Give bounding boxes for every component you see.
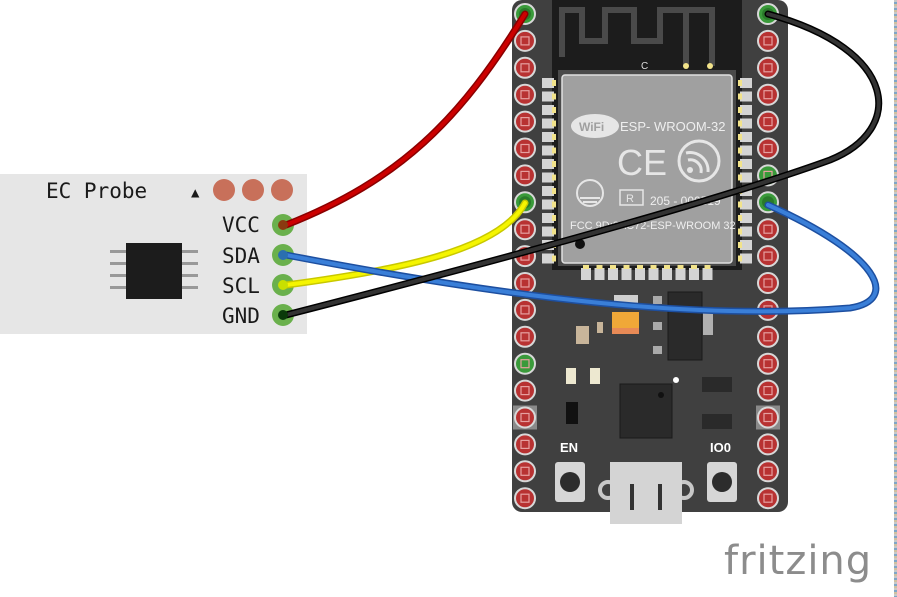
scl-wire[interactable] [282,199,529,289]
wires [278,10,882,320]
capacitor-top-lead [614,295,638,303]
ce-mark: CE [617,142,667,183]
pin-label-vcc: VCC [222,213,260,237]
io0-label: IO0 [710,440,731,455]
probe-marker: ▲ [191,185,200,201]
reg-mark: R [626,193,634,205]
left-header-pins [513,3,537,510]
transistor-1 [702,377,732,392]
pin1-dot [575,239,585,249]
micro-usb-port[interactable] [598,462,694,524]
right-pin-19[interactable] [757,487,779,510]
right-pin-5[interactable] [757,110,779,133]
espressif-logo-icon [677,139,721,183]
left-pin-5[interactable] [514,110,536,133]
left-pin-3[interactable] [514,56,536,79]
antenna-trace [559,7,715,66]
reg-mark-box [619,189,644,206]
vcc-wire[interactable] [282,10,529,229]
left-pin-2[interactable] [514,29,536,52]
probe-hole-2 [242,179,264,201]
io0-button[interactable] [707,462,737,502]
left-pin-15[interactable] [514,379,536,402]
right-pin-6[interactable] [757,137,779,160]
right-pin-9[interactable] [757,218,779,241]
sda-wire-core [284,203,878,314]
left-pin-19[interactable] [514,487,536,510]
vcc-wire-end [278,220,288,230]
gnd-wire-end [278,310,288,320]
esp32-board[interactable]: C WiFi ESP- WROOM-32 CE R 205 - 000519 F… [512,0,788,524]
scl-wire-end [278,280,288,290]
wifi-logo: WiFi [571,114,619,138]
pin-label-gnd: GND [222,304,260,328]
left-pin-16[interactable] [513,405,537,430]
antenna-label: C [641,61,648,72]
left-pin-17[interactable] [514,433,536,456]
right-pin-16[interactable] [756,405,780,430]
pin-label-sda: SDA [222,244,260,268]
telec-mark-icon [576,179,604,207]
left-pin-9[interactable] [514,218,536,241]
left-pin-4[interactable] [514,83,536,106]
en-button[interactable] [555,462,585,502]
transistor-2 [702,414,732,429]
right-pin-13[interactable] [757,325,779,348]
right-pin-14[interactable] [757,352,779,375]
module-right-pads [738,78,752,264]
right-pin-2[interactable] [757,29,779,52]
svg-text:WiFi: WiFi [579,120,604,134]
right-pin-4[interactable] [757,83,779,106]
left-pin-18[interactable] [514,460,536,483]
ec-probe-board[interactable]: EC Probe ▲ VCC SDA SCL GND [0,174,307,334]
left-pin-13[interactable] [514,325,536,348]
left-pin-12[interactable] [514,298,536,321]
right-pin-11[interactable] [757,272,779,294]
probe-hole-3 [271,179,293,201]
module-name: ESP- WROOM-32 [620,119,725,134]
right-pin-10[interactable] [757,245,779,268]
vcc-wire-core [284,12,527,227]
en-label: EN [560,440,578,455]
left-pin-6[interactable] [514,137,536,160]
window-edge [894,0,897,597]
probe-ic-chip [110,243,198,299]
antenna-dot-1 [683,63,689,69]
antenna-dot-2 [707,63,713,69]
module-bottom-pads [581,265,713,280]
usb-uart-chip [619,377,679,439]
right-pin-15[interactable] [757,379,779,402]
left-pin-7[interactable] [514,164,536,187]
led-2 [590,368,600,384]
probe-title: EC Probe [46,179,147,203]
smd-capacitor [576,326,589,344]
diode [566,402,578,424]
capacitor-stripe [612,328,639,334]
fritzing-watermark: fritzing [724,538,873,584]
sda-wire-end [278,250,288,260]
right-pin-18[interactable] [757,460,779,483]
probe-hole-1 [213,179,235,201]
voltage-regulator [653,291,713,361]
smd-resistor [597,322,603,333]
gnd-wire-core [284,12,881,317]
scl-wire-core [284,201,527,287]
pin-label-scl: SCL [222,274,260,298]
left-pin-14[interactable] [514,352,536,375]
led-1 [566,368,576,384]
right-pin-3[interactable] [757,56,779,79]
right-pin-17[interactable] [757,433,779,456]
